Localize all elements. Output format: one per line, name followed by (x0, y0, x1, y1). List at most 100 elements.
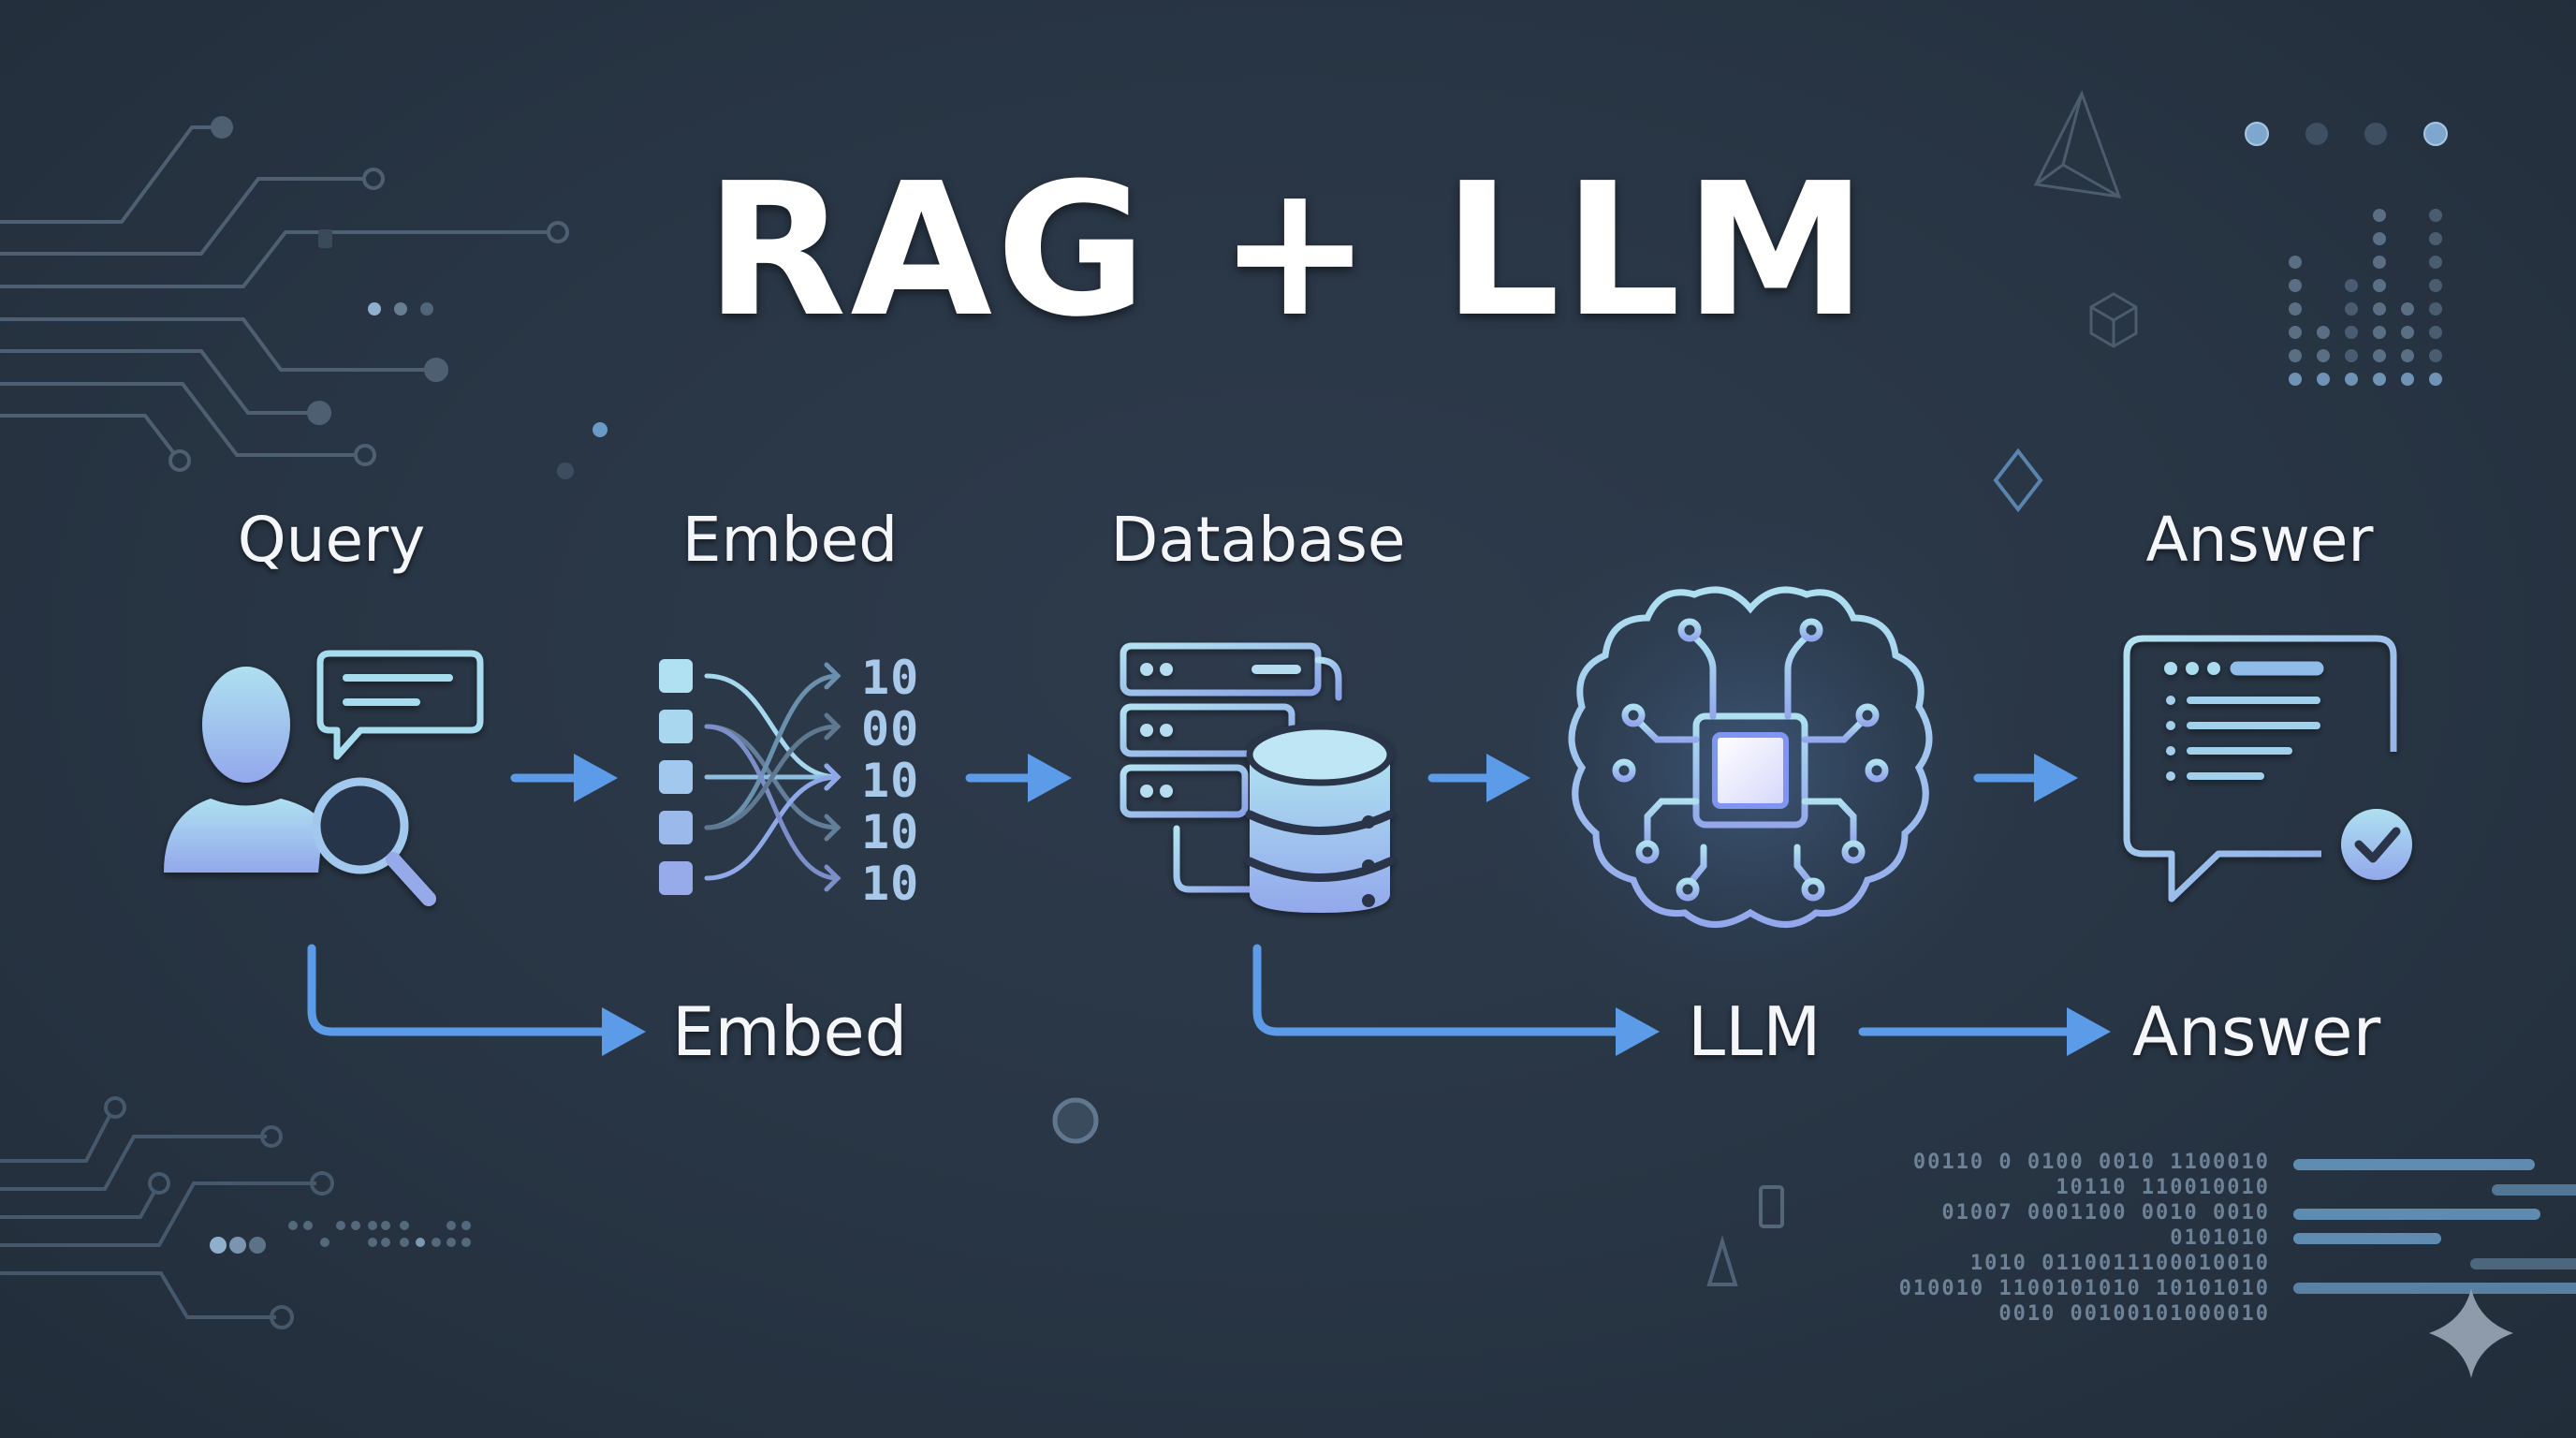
grid-dot (2317, 326, 2330, 339)
embedding-curve (704, 724, 841, 830)
arrow-embed-to-database (965, 754, 1072, 802)
vector-block (659, 659, 693, 693)
grid-dot (2429, 232, 2442, 245)
embedding-value: 10 (861, 805, 920, 859)
embedding-curve (704, 673, 841, 780)
stage-label-answer: Answer (2145, 504, 2374, 576)
grid-dot (2345, 279, 2358, 292)
grid-dot (2317, 349, 2330, 362)
vector-block (659, 811, 693, 844)
vector-block (659, 710, 693, 743)
arrow-database-to-llm (1427, 754, 1530, 802)
embedding-arrowhead (824, 814, 842, 842)
grid-dot (2401, 373, 2414, 386)
stage-label-query: Query (237, 504, 426, 576)
embedding-vector-icon (659, 659, 842, 895)
binary-line: 00110 0 0100 0010 1100010 (1912, 1151, 2270, 1174)
arrow-query-to-embed (510, 754, 618, 802)
magnifier-icon (312, 777, 409, 874)
flow-label-llm: LLM (1688, 992, 1822, 1071)
stage-label-database: Database (1110, 504, 1406, 576)
database-cylinder-icon (1245, 723, 1395, 913)
embedding-value: 10 (861, 857, 920, 911)
grid-dot (2373, 256, 2386, 269)
grid-dot (2373, 373, 2386, 386)
grid-dot (2289, 302, 2302, 315)
grid-dot (2429, 302, 2442, 315)
dot-pattern-bottom-left (288, 1221, 471, 1247)
embedding-output: 10 00 10 10 10 (861, 653, 919, 910)
sparkle-icon (2429, 1288, 2513, 1378)
arrow-llm-to-answer-secondary (1858, 1007, 2111, 1056)
grid-dot (2373, 302, 2386, 315)
flow-arrows-main (510, 754, 2078, 802)
grid-dot (2373, 279, 2386, 292)
dot-grid-top-right (2289, 209, 2442, 386)
grid-dot (2317, 373, 2330, 386)
embedding-value: 10 (861, 651, 920, 705)
speech-bubble-icon (316, 650, 484, 760)
stage-label-embed: Embed (681, 504, 899, 576)
grid-dot (2429, 326, 2442, 339)
checkmark (2354, 827, 2401, 863)
answer-chat-check-icon (2123, 635, 2412, 902)
chip-square (318, 229, 332, 248)
binary-line: 0010 00100101000010 (1998, 1302, 2270, 1326)
square-outline (1759, 1185, 1784, 1228)
flow-label-embed: Embed (672, 992, 908, 1071)
dot-row-bottom-left (210, 1237, 266, 1254)
flow-label-answer: Answer (2132, 992, 2381, 1071)
vector-block (659, 760, 693, 794)
grid-dot (2401, 302, 2414, 315)
grid-dot (2345, 302, 2358, 315)
grid-dot (2373, 326, 2386, 339)
vector-block (659, 861, 693, 895)
embedding-value: 00 (861, 702, 920, 756)
data-bars-bottom-right (2293, 1159, 2576, 1294)
grid-dot (2345, 373, 2358, 386)
dot (593, 422, 607, 437)
binary-line: 01007 0001100 0010 0010 0101010 (1941, 1201, 2270, 1250)
server-rack (1120, 642, 1342, 893)
grid-dot (2429, 373, 2442, 386)
background-binary: 00110 0 0100 0010 1100010 10110 11001001… (1844, 1150, 2270, 1327)
embedding-arrowhead (824, 712, 842, 741)
grid-dot (2289, 256, 2302, 269)
grid-dot (2373, 232, 2386, 245)
grid-dot (2429, 279, 2442, 292)
grid-dot (2429, 256, 2442, 269)
grid-dot (2345, 326, 2358, 339)
arrow-llm-to-answer (1973, 754, 2078, 802)
arrow-database-to-llm-secondary (1252, 944, 1660, 1056)
database-server-icon (1120, 642, 1395, 913)
flow-arrows-secondary (307, 944, 2111, 1056)
diamond-outline (1993, 448, 2043, 513)
circuit-lines-top-left (0, 116, 569, 472)
user-body (164, 799, 323, 873)
binary-line: 010010 1100101010 10101010 (1898, 1277, 2270, 1300)
grid-dot (2373, 209, 2386, 222)
chip-inner (1712, 732, 1789, 809)
embedding-curve (704, 724, 841, 881)
grid-dot (2373, 349, 2386, 362)
check-circle-icon (2341, 809, 2412, 880)
arrow-query-to-embed-secondary (307, 944, 646, 1056)
binary-line: 1010 0110011100010010 (1969, 1252, 2270, 1275)
triangle-outline (1706, 1235, 1738, 1286)
grid-dot (2345, 349, 2358, 362)
embedding-arrowhead (824, 864, 842, 892)
pyramid-outline (2033, 90, 2122, 198)
embedding-arrowhead (824, 763, 842, 791)
grid-dot (2289, 349, 2302, 362)
user-head (202, 667, 290, 783)
dot-row-top-left (368, 302, 433, 315)
embedding-value: 10 (861, 754, 920, 808)
embedding-arrowhead (824, 662, 842, 690)
brain-chip-icon (1568, 586, 1933, 928)
grid-dot (2289, 279, 2302, 292)
grid-dot (2289, 373, 2302, 386)
grid-dot (2401, 349, 2414, 362)
user-search-icon (164, 650, 484, 906)
grid-dot (2289, 326, 2302, 339)
